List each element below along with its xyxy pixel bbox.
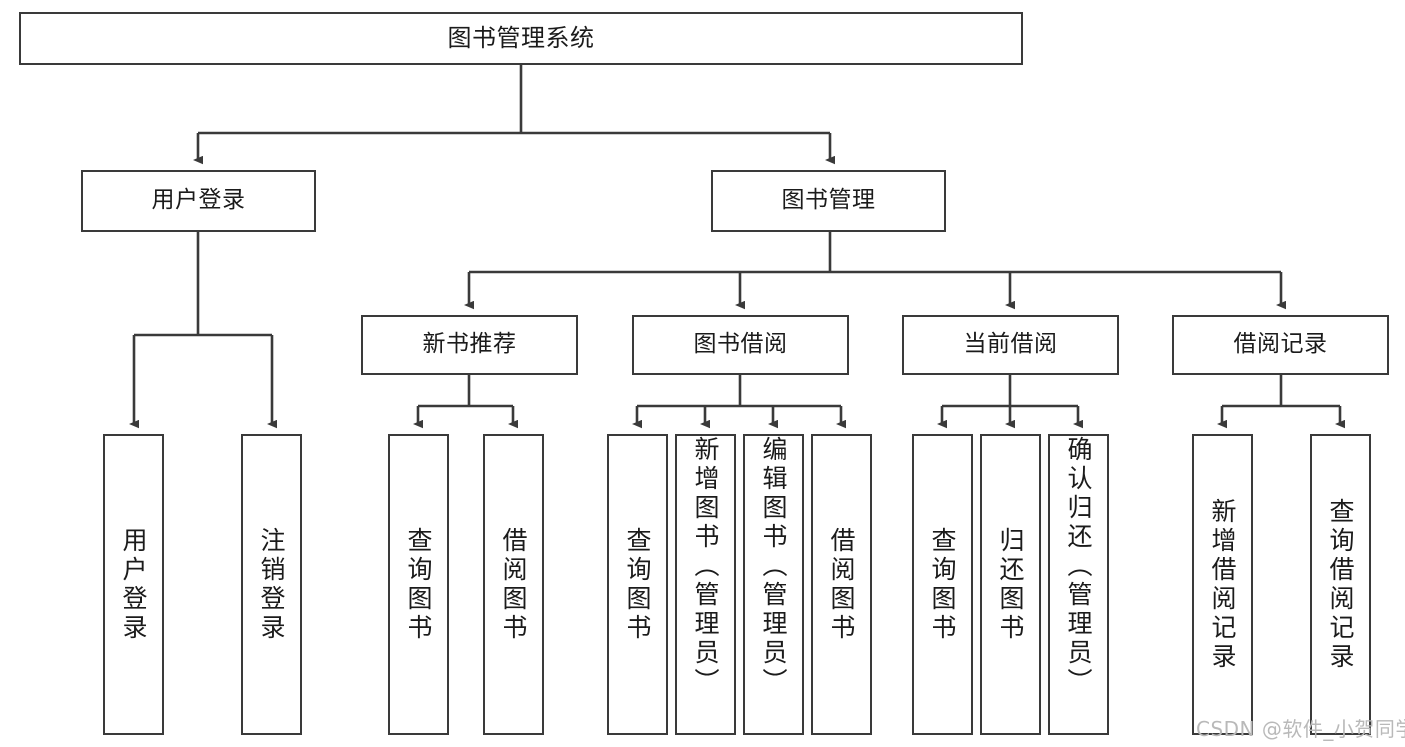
node-leaf-add-book[interactable]: 新增图书（管理员） (675, 434, 736, 735)
node-leaf-borrow-book-2-label: 借阅图书 (827, 526, 856, 643)
node-new-book-rec[interactable]: 新书推荐 (361, 315, 578, 375)
node-leaf-edit-book[interactable]: 编辑图书（管理员） (743, 434, 804, 735)
node-borrow-record-label: 借阅记录 (1233, 331, 1328, 358)
node-leaf-confirm-return-label: 确认归还（管理员） (1064, 436, 1093, 697)
node-leaf-query-record-label: 查询借阅记录 (1326, 497, 1355, 672)
node-root-label: 图书管理系统 (447, 24, 595, 53)
node-leaf-user-login[interactable]: 用户登录 (103, 434, 164, 735)
node-current-borrow[interactable]: 当前借阅 (902, 315, 1119, 375)
node-leaf-borrow-book-1-label: 借阅图书 (499, 526, 528, 643)
node-user-login-label: 用户登录 (151, 187, 246, 214)
node-leaf-query-book-1-label: 查询图书 (404, 526, 433, 643)
node-leaf-return-book[interactable]: 归还图书 (980, 434, 1041, 735)
node-leaf-query-record[interactable]: 查询借阅记录 (1310, 434, 1371, 735)
node-leaf-confirm-return[interactable]: 确认归还（管理员） (1048, 434, 1109, 735)
node-leaf-add-book-label: 新增图书（管理员） (691, 436, 720, 697)
node-leaf-user-login-label: 用户登录 (119, 526, 148, 643)
node-user-login[interactable]: 用户登录 (81, 170, 316, 232)
node-leaf-logout[interactable]: 注销登录 (241, 434, 302, 735)
node-leaf-borrow-book-1[interactable]: 借阅图书 (483, 434, 544, 735)
node-leaf-edit-book-label: 编辑图书（管理员） (759, 436, 788, 697)
node-leaf-query-book-3[interactable]: 查询图书 (912, 434, 973, 735)
node-leaf-query-book-2-label: 查询图书 (623, 526, 652, 643)
node-leaf-query-book-3-label: 查询图书 (928, 526, 957, 643)
node-borrow-record[interactable]: 借阅记录 (1172, 315, 1389, 375)
node-new-book-rec-label: 新书推荐 (422, 331, 517, 358)
node-book-borrow-label: 图书借阅 (693, 331, 788, 358)
node-leaf-logout-label: 注销登录 (257, 526, 286, 643)
node-book-manage-label: 图书管理 (781, 187, 876, 214)
node-current-borrow-label: 当前借阅 (963, 331, 1058, 358)
node-book-borrow[interactable]: 图书借阅 (632, 315, 849, 375)
node-book-manage[interactable]: 图书管理 (711, 170, 946, 232)
node-leaf-add-record-label: 新增借阅记录 (1208, 497, 1237, 672)
node-leaf-add-record[interactable]: 新增借阅记录 (1192, 434, 1253, 735)
node-root[interactable]: 图书管理系统 (19, 12, 1023, 65)
node-leaf-return-book-label: 归还图书 (996, 526, 1025, 643)
node-leaf-borrow-book-2[interactable]: 借阅图书 (811, 434, 872, 735)
node-leaf-query-book-2[interactable]: 查询图书 (607, 434, 668, 735)
node-leaf-query-book-1[interactable]: 查询图书 (388, 434, 449, 735)
watermark-text: CSDN @软件_小贺同学 (1196, 717, 1405, 741)
